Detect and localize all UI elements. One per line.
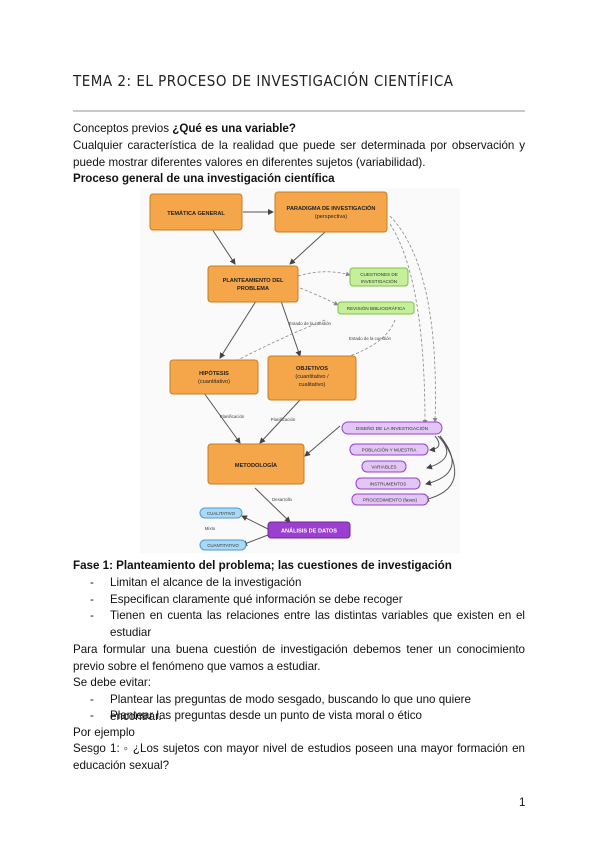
label-planificacion-2: Planificación [271,417,296,422]
evitar-bullet: - Plantear las preguntas de modo sesgado… [90,692,525,725]
svg-text:ANÁLISIS DE DATOS: ANÁLISIS DE DATOS [281,528,337,535]
label-estado-1: Estado de la cuestión [289,321,332,326]
svg-text:PLANTEAMIENTO DEL: PLANTEAMIENTO DEL [223,278,284,284]
para-formular: Para formular una buena cuestión de inve… [73,643,525,673]
fase1-bullet: - Especifican claramente qué información… [90,592,525,609]
sesgo-1: Sesgo 1: ◦ ¿Los sujetos con mayor nivel … [73,742,525,772]
box-paradigma: PARADIGMA DE INVESTIGACIÓN (perspectiva) [274,191,388,233]
fase1-bullet: - Limitan el alcance de la investigación [90,575,525,592]
svg-text:INVESTIGACIÓN: INVESTIGACIÓN [361,278,397,284]
svg-text:PROBLEMA: PROBLEMA [237,286,269,292]
variable-definition: Cualquier característica de la realidad … [73,139,525,169]
fase1-bullet: - Tienen en cuenta las relaciones entre … [90,608,525,641]
box-poblacion: POBLACIÓN Y MUESTRA [349,443,429,456]
bullet-text: Tienen en cuenta las relaciones entre la… [110,609,525,639]
box-variables: VARIABLES [361,460,407,473]
box-planteamiento: PLANTEAMIENTO DEL PROBLEMA [207,265,299,303]
box-diseno: DISEÑO DE LA INVESTIGACIÓN [341,421,443,435]
box-cuantitativo: CUANTITATIVO [199,539,247,551]
svg-text:(cuantitativo /: (cuantitativo / [295,374,329,380]
svg-text:PROCEDIMIENTO (fases): PROCEDIMIENTO (fases) [363,498,417,503]
label-desarrollo: Desarrollo [272,497,293,502]
box-objetivos: OBJETIVOS (cuantitativo / cualitativo) [267,355,357,401]
page-number: 1 [519,797,526,809]
bullet-dash: - [90,693,94,706]
por-ejemplo: Por ejemplo [73,726,135,739]
svg-text:TEMÁTICA GENERAL: TEMÁTICA GENERAL [167,210,225,217]
bullet-text: Limitan el alcance de la investigación [110,576,302,589]
box-procedimiento: PROCEDIMIENTO (fases) [351,493,429,506]
bullet-text: Plantear las preguntas desde un punto de… [110,709,422,722]
label-mixto: Mixto [205,526,216,531]
diagram-dashed-arrows [229,215,438,425]
svg-text:PARADIGMA DE INVESTIGACIÓN: PARADIGMA DE INVESTIGACIÓN [287,204,376,212]
diagram-arrows [203,209,456,547]
svg-text:VARIABLES: VARIABLES [371,465,396,470]
svg-text:cualitativo): cualitativo) [299,382,326,388]
bullet-dash: - [90,709,94,722]
concepts-question: ¿Qué es una variable? [172,122,296,135]
svg-text:(cuantitativo): (cuantitativo) [198,379,230,385]
svg-text:POBLACIÓN Y MUESTRA: POBLACIÓN Y MUESTRA [362,447,418,453]
page-title: TEMA 2: EL PROCESO DE INVESTIGACIÓN CIEN… [73,72,454,90]
svg-text:(perspectiva): (perspectiva) [315,214,347,220]
svg-text:INSTRUMENTOS: INSTRUMENTOS [370,482,407,487]
bullet-text: Plantear las preguntas de modo sesgado, … [110,693,471,723]
svg-text:CUESTIONES DE: CUESTIONES DE [360,272,398,277]
box-revision: REVISIÓN BIBLIOGRÁFICA [337,301,415,315]
svg-text:CUALITATIVO: CUALITATIVO [207,511,236,516]
svg-text:REVISIÓN BIBLIOGRÁFICA: REVISIÓN BIBLIOGRÁFICA [347,305,406,311]
process-diagram: TEMÁTICA GENERAL PARADIGMA DE INVESTIGAC… [140,188,460,553]
svg-text:METODOLOGÍA: METODOLOGÍA [235,461,277,469]
process-heading: Proceso general de una investigación cie… [73,172,335,185]
box-instrumentos: INSTRUMENTOS [355,477,421,490]
box-analisis: ANÁLISIS DE DATOS [267,521,351,539]
svg-text:HIPÓTESIS: HIPÓTESIS [199,369,229,377]
bullet-dash: - [90,576,94,589]
label-planificacion-1: Planificación [220,414,245,419]
box-tematica: TEMÁTICA GENERAL [149,193,243,231]
box-hipotesis: HIPÓTESIS (cuantitativo) [169,359,259,395]
svg-text:DISEÑO DE LA INVESTIGACIÓN: DISEÑO DE LA INVESTIGACIÓN [356,425,429,432]
se-debe-evitar: Se debe evitar: [73,676,151,689]
concepts-prefix: Conceptos previos [73,122,173,135]
title-divider [73,110,525,112]
fase1-heading: Fase 1: Planteamiento del problema; las … [73,559,452,572]
evitar-bullet: - Plantear las preguntas desde un punto … [90,708,525,725]
concepts-line: Conceptos previos ¿Qué es una variable? [73,121,525,138]
label-estado-2: Estado de la cuestión [349,336,392,341]
bullet-dash: - [90,593,94,606]
bullet-text: Especifican claramente qué información s… [110,593,403,606]
bullet-dash: - [90,609,94,622]
box-metodologia: METODOLOGÍA [207,443,305,485]
box-cualitativo: CUALITATIVO [199,507,243,519]
svg-text:OBJETIVOS: OBJETIVOS [296,366,328,372]
box-cuestiones: CUESTIONES DE INVESTIGACIÓN [349,267,409,287]
svg-text:CUANTITATIVO: CUANTITATIVO [207,543,239,548]
